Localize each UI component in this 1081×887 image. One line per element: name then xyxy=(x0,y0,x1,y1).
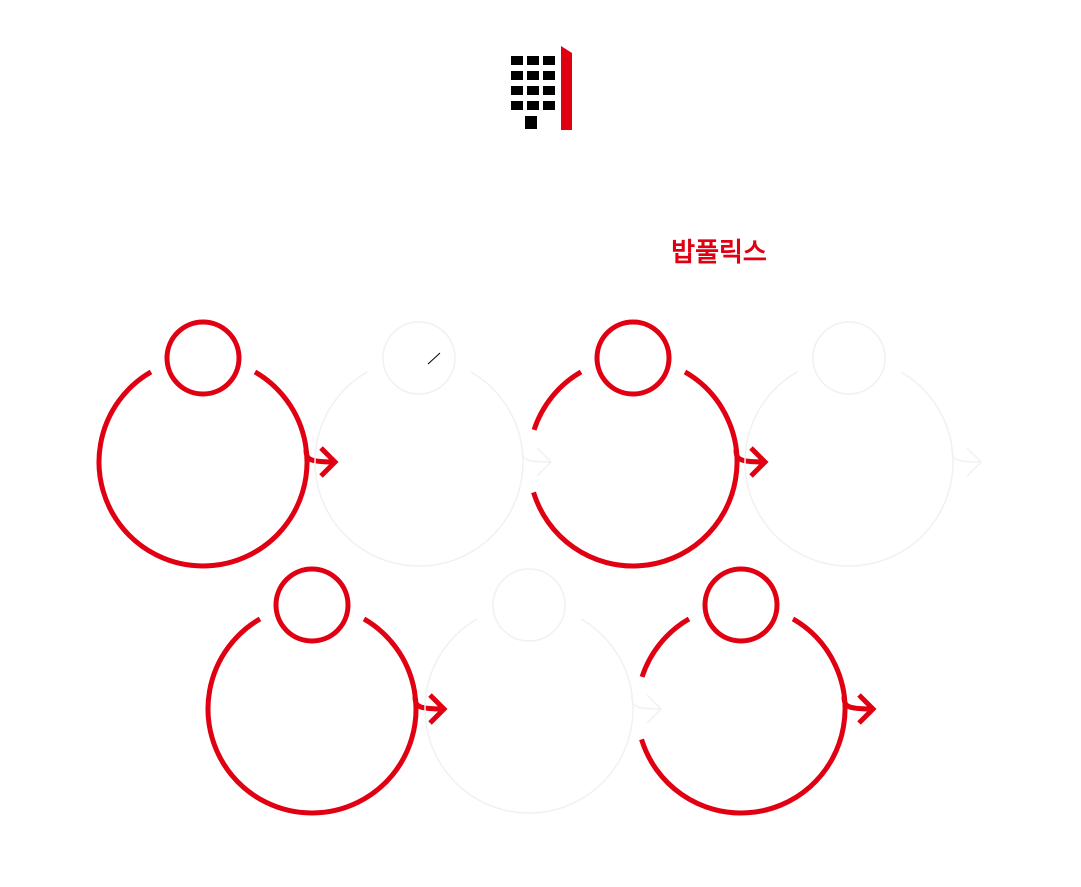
logo-square xyxy=(543,86,555,95)
logo-red-bar xyxy=(561,46,572,130)
logo-square xyxy=(511,86,523,95)
cycle-arrow-icon xyxy=(424,618,663,814)
cycle-node-small-circle xyxy=(164,319,242,397)
building-icon xyxy=(511,46,572,130)
cycle-node-small-circle xyxy=(492,568,566,642)
slash-mark xyxy=(427,352,441,365)
logo-square xyxy=(543,101,555,110)
logo-square xyxy=(543,71,555,80)
logo-square xyxy=(511,101,523,110)
cycle-diagram xyxy=(96,319,983,816)
cycle-arrow-icon xyxy=(205,616,448,816)
cycle-node-5 xyxy=(205,566,448,816)
cycle-node-2 xyxy=(314,321,553,567)
cycle-arrow-icon xyxy=(96,369,339,569)
cycle-node-6 xyxy=(424,568,663,814)
logo-square xyxy=(527,71,539,80)
cycle-node-small-circle xyxy=(594,319,672,397)
cycle-node-4 xyxy=(744,321,983,567)
cycle-arrow-icon xyxy=(314,371,553,567)
logo-square xyxy=(527,56,539,65)
cycle-node-7 xyxy=(639,566,877,816)
cycle-arrow-icon xyxy=(744,371,983,567)
logo-square xyxy=(527,101,539,110)
logo-door xyxy=(525,116,537,129)
cycle-node-1 xyxy=(96,319,339,569)
cycle-node-3 xyxy=(531,319,769,569)
logo-square xyxy=(543,56,555,65)
cycle-arrow-icon xyxy=(639,616,877,816)
cycle-node-small-circle xyxy=(382,321,456,395)
logo-square xyxy=(527,86,539,95)
cycle-node-small-circle xyxy=(812,321,886,395)
logo-square xyxy=(511,71,523,80)
logo-square xyxy=(511,56,523,65)
cycle-node-small-circle xyxy=(702,566,780,644)
cycle-arrow-icon xyxy=(531,369,769,569)
brand-name: 밥풀릭스 xyxy=(671,238,767,268)
cycle-node-small-circle xyxy=(273,566,351,644)
